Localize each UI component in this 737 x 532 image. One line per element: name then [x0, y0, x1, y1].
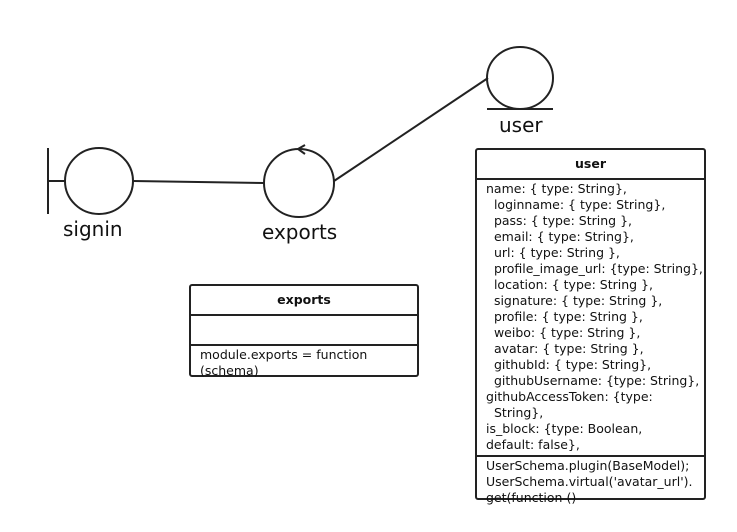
exports-user-link[interactable] — [333, 77, 489, 182]
exports-operation: module.exports = function (schema) — [200, 347, 368, 378]
exports-operations-section: module.exports = function (schema) — [191, 346, 417, 379]
signin-exports-link[interactable] — [132, 180, 265, 184]
exports-control-arrow-icon — [296, 144, 306, 155]
user-attribute: pass: { type: String }, — [486, 213, 632, 228]
user-class-box[interactable]: user name: { type: String}, loginname: {… — [475, 148, 706, 505]
exports-circle[interactable] — [263, 148, 335, 218]
user-attribute: githubAccessToken: {type: String}, — [486, 389, 653, 420]
user-circle[interactable] — [486, 46, 554, 110]
user-attribute: githubId: { type: String}, — [486, 357, 652, 372]
user-attribute: loginname: { type: String}, — [486, 197, 666, 212]
user-attribute: avatar: { type: String }, — [486, 341, 644, 356]
user-attribute: profile: { type: String }, — [486, 309, 643, 324]
user-attribute: is_block: {type: Boolean, default: false… — [486, 421, 643, 452]
user-operation: UserSchema.plugin(BaseModel); — [486, 458, 690, 473]
user-attribute: weibo: { type: String }, — [486, 325, 641, 340]
user-attribute: location: { type: String }, — [486, 277, 653, 292]
user-attribute: email: { type: String}, — [486, 229, 634, 244]
signin-circle[interactable] — [64, 147, 134, 215]
signin-label: signin — [63, 217, 123, 241]
user-attribute: url: { type: String }, — [486, 245, 620, 260]
user-label: user — [499, 113, 543, 137]
exports-class-box[interactable]: exports module.exports = function (schem… — [189, 284, 419, 379]
exports-label: exports — [262, 220, 338, 244]
user-attribute: name: { type: String}, — [486, 181, 627, 196]
user-class-title: user — [477, 150, 704, 180]
user-attribute: githubUsername: {type: String}, — [486, 373, 700, 388]
user-operation: UserSchema.virtual('avatar_url').get(fun… — [486, 474, 693, 505]
user-attributes-section: name: { type: String}, loginname: { type… — [477, 180, 704, 457]
user-attribute: signature: { type: String }, — [486, 293, 663, 308]
user-operations-section: UserSchema.plugin(BaseModel); UserSchema… — [477, 457, 704, 506]
user-attribute: profile_image_url: {type: String}, — [486, 261, 703, 276]
exports-attributes-section — [191, 316, 417, 346]
exports-class-title: exports — [191, 286, 417, 316]
